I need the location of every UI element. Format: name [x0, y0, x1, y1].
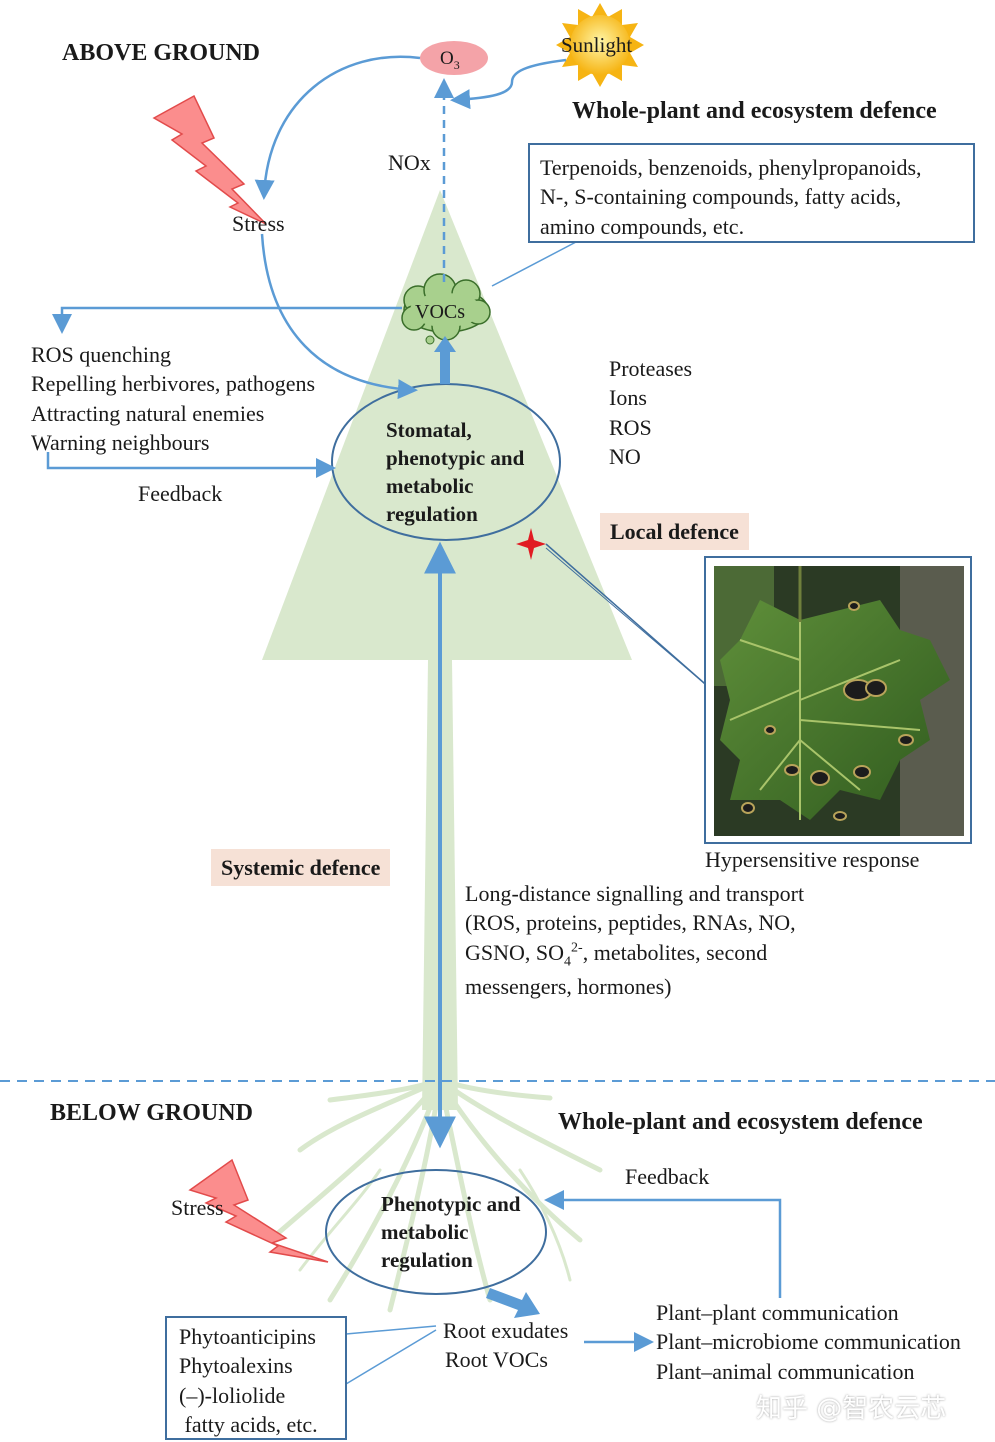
compounds-box-above: Terpenoids, benzenoids, phenylpropanoids…	[528, 143, 975, 243]
transport-line: messengers, hormones)	[465, 974, 672, 1000]
compounds-line: N-, S-containing compounds, fatty acids,	[540, 184, 902, 210]
compounds-line: Terpenoids, benzenoids, phenylpropanoids…	[540, 155, 922, 180]
hr-caption: Hypersensitive response	[705, 847, 920, 872]
regulation-line: phenotypic and	[386, 446, 525, 471]
feedback-label-below: Feedback	[625, 1164, 710, 1189]
local-defence-star	[516, 528, 546, 560]
callout-hr	[545, 543, 713, 691]
arrow-vocs-to-effects	[52, 306, 402, 334]
below-ecosystem-heading: Whole-plant and ecosystem defence	[558, 1109, 923, 1135]
arrow-feedback-above	[46, 452, 336, 478]
regulation-ellipse-below	[325, 1169, 547, 1295]
communication-item: Plant–animal communication	[656, 1358, 915, 1384]
transport-line: GSNO, SO42-, metabolites, second	[465, 939, 768, 970]
arrow-feedback-below	[544, 1190, 782, 1298]
compounds-box-below: Phytoanticipins Phytoalexins (–)-lolioli…	[165, 1316, 347, 1440]
compound-item: Phytoanticipins	[179, 1324, 316, 1349]
sun-icon	[556, 3, 644, 87]
systemic-defence-label: Systemic defence	[211, 849, 391, 887]
effect-item: Attracting natural enemies	[31, 400, 265, 426]
o3-ellipse	[420, 41, 488, 75]
exudates-text: Root exudates Root VOCs	[443, 1316, 568, 1375]
regulation-line: Stomatal,	[386, 418, 472, 442]
regulation-line: metabolic	[386, 474, 474, 499]
effect-item: Warning neighbours	[31, 430, 210, 456]
compound-item: fatty acids, etc.	[179, 1412, 318, 1438]
feedback-label-above: Feedback	[138, 481, 223, 506]
arrow-regulation-to-vocs	[434, 336, 456, 384]
stress-label-below: Stress	[171, 1195, 224, 1220]
arrow-o3-to-stress	[254, 55, 421, 200]
transport-line: Long-distance signalling and transport	[465, 881, 805, 906]
above-ground-heading: ABOVE GROUND	[62, 40, 261, 66]
local-defence-label: Local defence	[600, 513, 749, 551]
o3-label: O3	[440, 48, 460, 72]
communication-list: Plant–plant communication Plant–microbio…	[656, 1298, 961, 1386]
above-ecosystem-heading: Whole-plant and ecosystem defence	[572, 98, 937, 124]
below-ground-heading: BELOW GROUND	[50, 1100, 253, 1126]
callout-below	[345, 1325, 437, 1385]
transport-line: (ROS, proteins, peptides, RNAs, NO,	[465, 910, 796, 936]
voc-effects-list: ROS quenching Repelling herbivores, path…	[31, 340, 315, 458]
watermark: 知乎 @智农云芯	[756, 1394, 947, 1424]
local-signals-list: Proteases Ions ROS NO	[609, 354, 692, 472]
arrow-regulation-to-exudates	[486, 1288, 540, 1318]
regulation-text-above: Stomatal, phenotypic and metabolic regul…	[386, 416, 524, 529]
hr-leaf-photo	[714, 566, 964, 836]
effect-item: ROS quenching	[31, 342, 171, 367]
signal-item: Ions	[609, 385, 647, 411]
exudate-item: Root VOCs	[445, 1347, 548, 1373]
exudate-item: Root exudates	[443, 1318, 569, 1343]
regulation-line: Phenotypic and	[381, 1192, 521, 1216]
lightning-icon-below	[188, 1158, 329, 1263]
regulation-line: regulation	[381, 1248, 473, 1273]
vocs-label: VOCs	[415, 301, 466, 323]
regulation-line: regulation	[386, 502, 478, 527]
communication-item: Plant–plant communication	[656, 1300, 899, 1325]
signal-item: ROS	[609, 414, 652, 440]
regulation-line: metabolic	[381, 1220, 469, 1245]
callout-compounds	[491, 241, 577, 287]
nox-label: NOx	[388, 150, 431, 175]
regulation-text-below: Phenotypic and metabolic regulation	[381, 1190, 520, 1274]
compound-item: Phytoalexins	[179, 1353, 293, 1379]
effect-item: Repelling herbivores, pathogens	[31, 371, 316, 397]
communication-item: Plant–microbiome communication	[656, 1329, 961, 1355]
stress-label-above: Stress	[232, 211, 285, 236]
signal-item: Proteases	[609, 356, 693, 381]
signal-item: NO	[609, 444, 641, 470]
sunlight-label: Sunlight	[561, 33, 633, 57]
transport-text: Long-distance signalling and transport (…	[465, 879, 804, 1002]
compound-item: (–)-loliolide	[179, 1382, 286, 1408]
lightning-icon-above	[152, 94, 267, 225]
compounds-line: amino compounds, etc.	[540, 213, 745, 239]
arrow-stress-to-regulation	[260, 233, 418, 400]
arrow-sunlight	[450, 58, 567, 110]
